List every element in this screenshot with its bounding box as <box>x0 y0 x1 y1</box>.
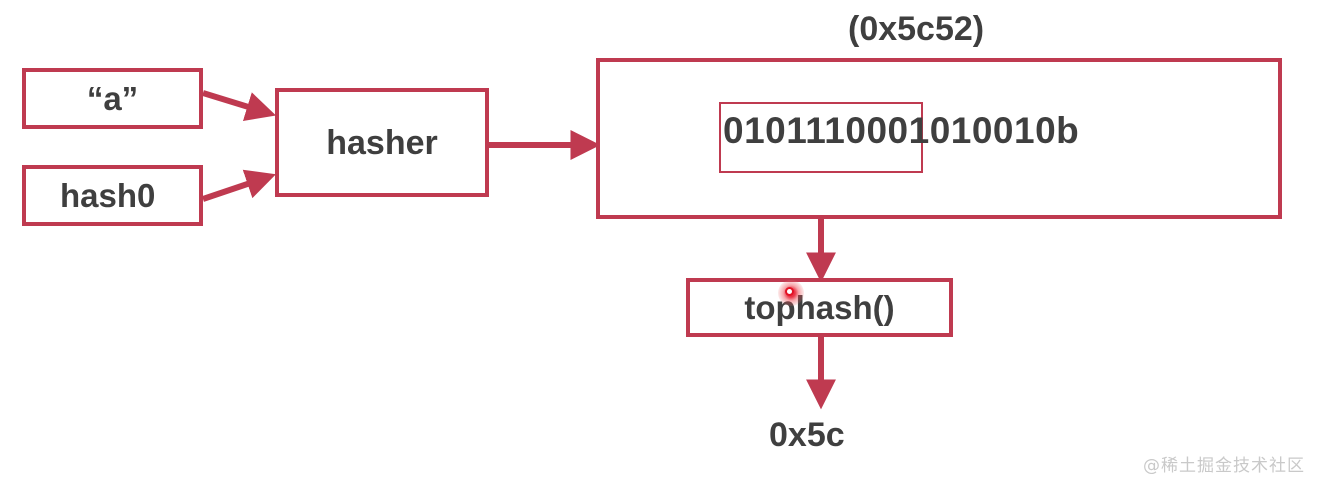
input-seed-box: hash0 <box>22 165 203 226</box>
input-key-box: “a” <box>22 68 203 129</box>
input-key-label: “a” <box>86 80 139 117</box>
click-marker-icon <box>778 280 804 306</box>
input-seed-label: hash0 <box>60 177 156 214</box>
result-label: 0x5c <box>769 416 845 454</box>
tophash-bits-highlight <box>719 102 923 173</box>
hasher-label: hasher <box>326 123 438 162</box>
hashvalue-box <box>596 58 1282 219</box>
hasher-box: hasher <box>275 88 489 197</box>
arrow-seed-to-hasher <box>202 169 276 202</box>
watermark: @稀土掘金技术社区 <box>1143 456 1305 476</box>
arrow-key-to-hasher <box>202 90 277 121</box>
hashvalue-caption: (0x5c52) <box>848 10 985 48</box>
tophash-box[interactable]: tophash() <box>686 278 953 337</box>
tophash-label: tophash() <box>744 289 895 326</box>
hashvalue-binary-text: 0101110001010010b <box>723 110 1080 151</box>
